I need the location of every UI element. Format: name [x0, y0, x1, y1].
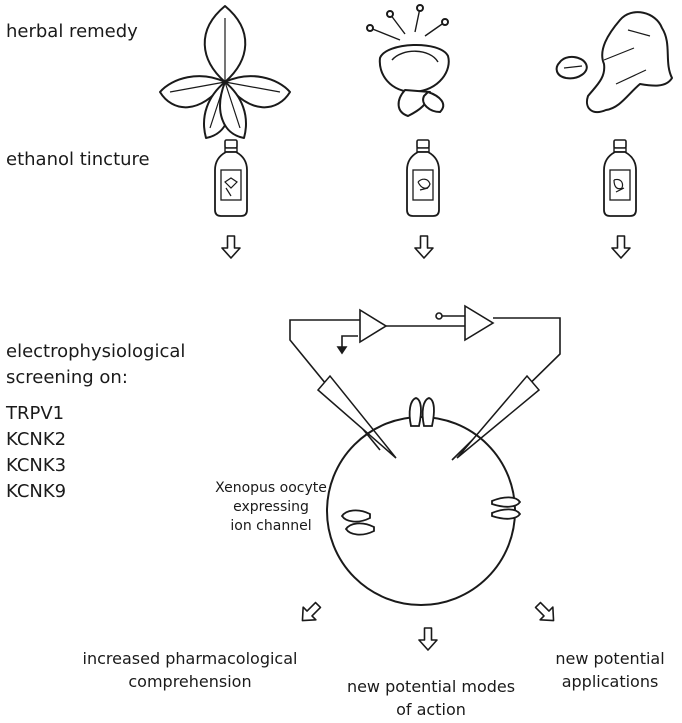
outcome-right-line1: new potential [555, 649, 665, 668]
ethanol-tincture-label: ethanol tincture [6, 149, 150, 170]
oocyte-label-line2: expressing [233, 499, 309, 515]
ion-channel-icon [340, 509, 375, 536]
tincture-bottle-icon [214, 139, 248, 217]
outcome-middle-line1: new potential modes [346, 677, 516, 696]
down-arrow-icon [295, 597, 326, 628]
ion-channel-icon [491, 496, 522, 520]
ion-channel-icon [408, 397, 435, 427]
down-arrow-icon [414, 235, 434, 259]
outcome-left-line2: comprehension [128, 672, 252, 691]
down-arrow-icon [611, 235, 631, 259]
herbal-remedy-label: herbal remedy [6, 21, 138, 42]
down-arrow-icon [221, 235, 241, 259]
channel-kcnk9: KCNK9 [6, 481, 67, 502]
channel-kcnk2: KCNK2 [6, 429, 67, 450]
screening-label-line2: screening on: [6, 367, 128, 388]
down-arrow-icon [418, 627, 438, 651]
oocyte-label-line1: Xenopus oocyte [215, 480, 327, 496]
down-arrow-icon [530, 597, 561, 628]
outcome-right-line2: applications [561, 672, 659, 691]
outcome-middle-line2: of action [396, 700, 466, 719]
screening-label-line1: electrophysiological [6, 341, 186, 362]
channel-trpv1: TRPV1 [6, 403, 65, 424]
flower-icon [366, 4, 450, 117]
tincture-bottle-icon [406, 139, 440, 217]
ginger-root-icon [555, 11, 673, 114]
outcome-left-line1: increased pharmacological [82, 649, 298, 668]
electrode-icon [316, 374, 397, 459]
amplifier-icon [289, 304, 561, 461]
channel-kcnk3: KCNK3 [6, 455, 67, 476]
leaf-icon [159, 5, 291, 139]
oocyte-label-line3: ion channel [230, 518, 312, 534]
tincture-bottle-icon [603, 139, 637, 217]
electrode-icon [456, 374, 541, 459]
